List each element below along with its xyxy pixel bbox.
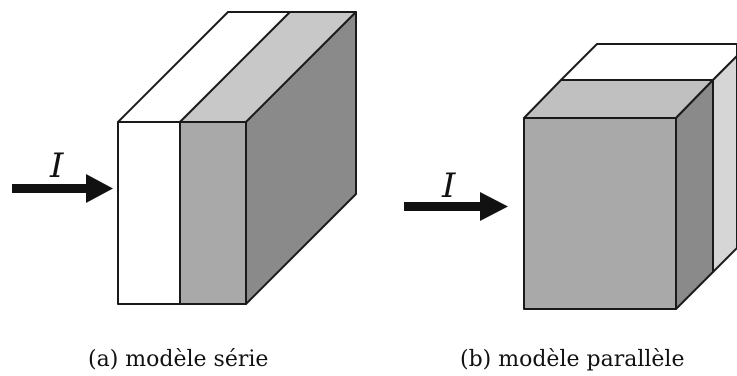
series-block bbox=[117, 11, 357, 305]
caption-b: (b) modèle parallèle bbox=[460, 347, 684, 372]
series-front-gray bbox=[179, 121, 247, 305]
current-label-a: I bbox=[49, 146, 64, 186]
current-arrow-b bbox=[404, 192, 508, 221]
parallel-right-dark bbox=[675, 79, 714, 310]
parallel-right-light bbox=[712, 55, 737, 273]
current-label-b: I bbox=[441, 166, 456, 206]
current-arrow-a bbox=[12, 174, 113, 203]
panel-series-model: I (a) modèle série bbox=[12, 11, 357, 372]
caption-a: (a) modèle série bbox=[88, 347, 268, 372]
parallel-block bbox=[523, 43, 737, 310]
parallel-top-white bbox=[560, 43, 737, 81]
panel-parallel-model: I (b) modèle parallèle bbox=[404, 43, 737, 372]
series-front-white bbox=[117, 121, 181, 305]
parallel-front-face bbox=[523, 117, 677, 310]
